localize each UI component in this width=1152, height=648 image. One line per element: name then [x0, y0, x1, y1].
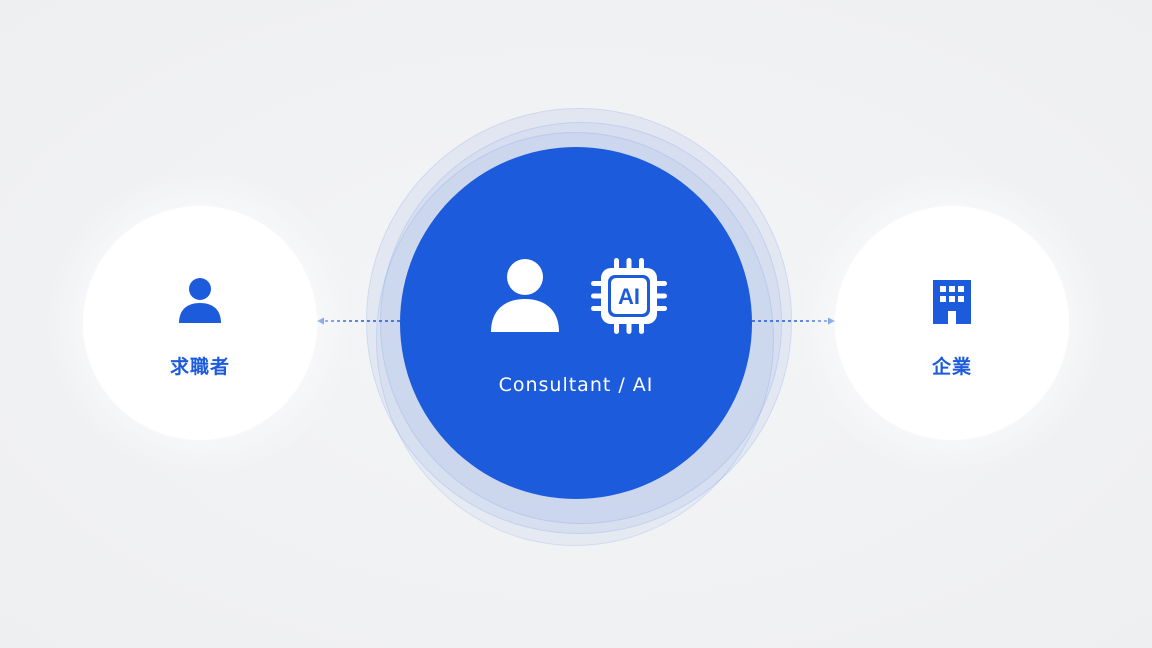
person-icon — [179, 278, 221, 323]
left-arrowhead — [317, 317, 324, 325]
hub-label: Consultant / AI — [498, 374, 654, 396]
building-icon — [933, 280, 971, 324]
ai-chip-text: AI — [618, 284, 640, 309]
consultant-ai-hub — [400, 147, 752, 499]
job-seeker-node: 求職者 — [83, 206, 317, 440]
right-arrowhead — [828, 317, 835, 325]
company-node: 企業 — [835, 206, 1069, 440]
ai-chip-icon: AI — [591, 258, 667, 334]
person-icon — [491, 259, 559, 332]
job-seeker-label: 求職者 — [169, 356, 230, 378]
company-label: 企業 — [931, 356, 972, 378]
